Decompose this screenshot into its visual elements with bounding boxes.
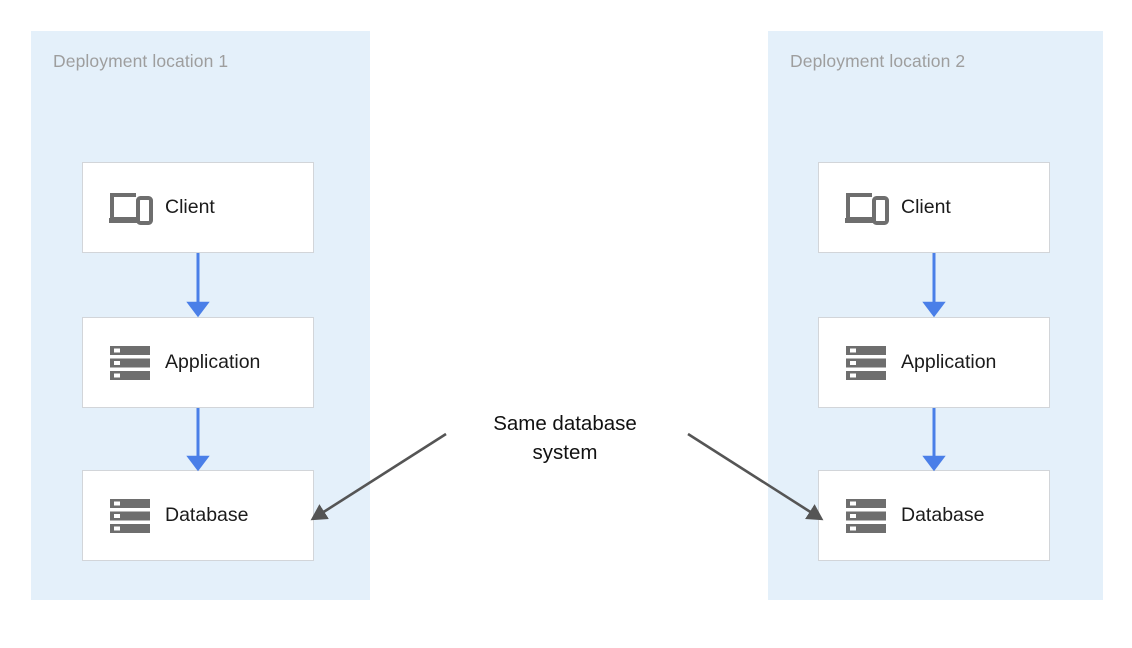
- node-client-2-label: Client: [901, 196, 951, 218]
- deployment-zone-1-label: Deployment location 1: [53, 51, 229, 71]
- annotation-line-2: system: [532, 441, 598, 464]
- server-icon: [101, 494, 159, 538]
- node-application-1-label: Application: [165, 351, 261, 373]
- devices-icon: [837, 186, 895, 230]
- server-icon: [101, 341, 159, 385]
- node-application-2-label: Application: [901, 351, 997, 373]
- node-application-1[interactable]: Application: [82, 317, 314, 408]
- devices-icon: [101, 186, 159, 230]
- server-icon: [837, 494, 895, 538]
- node-client-1[interactable]: Client: [82, 162, 314, 253]
- node-database-1[interactable]: Database: [82, 470, 314, 561]
- node-database-2-label: Database: [901, 504, 985, 526]
- server-icon: [837, 341, 895, 385]
- node-client-1-label: Client: [165, 196, 215, 218]
- node-application-2[interactable]: Application: [818, 317, 1050, 408]
- node-client-2[interactable]: Client: [818, 162, 1050, 253]
- node-database-1-label: Database: [165, 504, 249, 526]
- node-database-2[interactable]: Database: [818, 470, 1050, 561]
- annotation-line-1: Same database: [493, 412, 637, 435]
- annotation-same-database-system: Same database system: [445, 409, 685, 467]
- deployment-zone-2-label: Deployment location 2: [790, 51, 966, 71]
